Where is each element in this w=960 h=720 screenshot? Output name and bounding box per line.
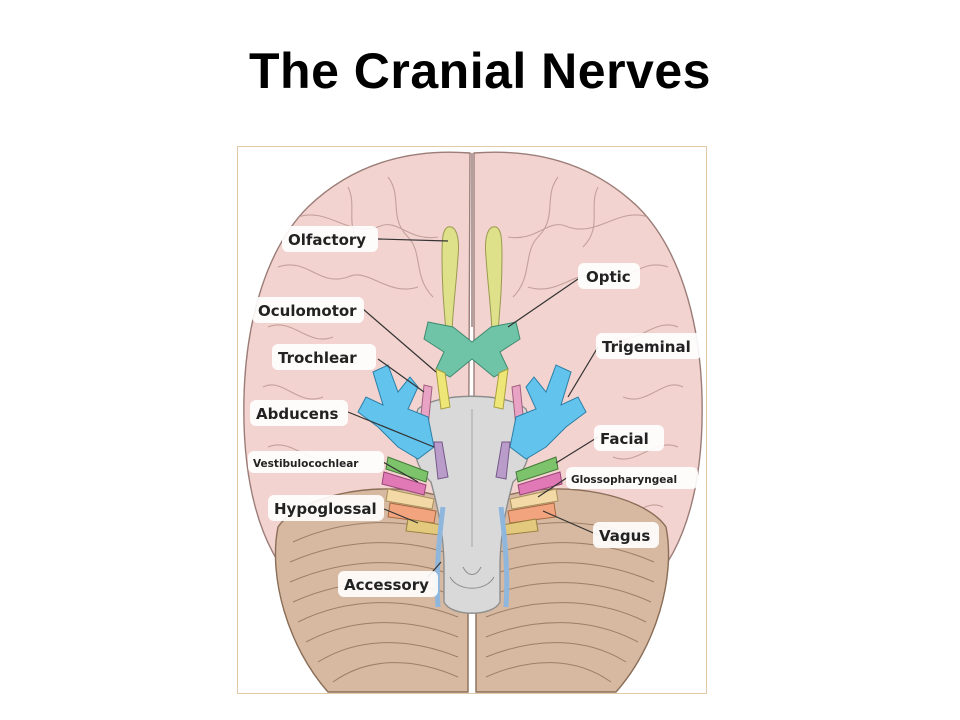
label-oculomotor: Oculomotor: [252, 297, 364, 323]
vestibulocochlear-nerve: [381, 471, 427, 496]
label-accessory: Accessory: [338, 571, 438, 597]
label-accessory-text: Accessory: [344, 576, 429, 594]
label-vagus: Vagus: [593, 522, 659, 548]
vagus-nerve: [387, 502, 437, 524]
label-facial: Facial: [594, 425, 664, 451]
label-abducens-text: Abducens: [256, 405, 339, 423]
label-vagus-text: Vagus: [599, 527, 650, 545]
label-olfactory-text: Olfactory: [288, 231, 366, 249]
label-trigeminal: Trigeminal: [596, 333, 702, 359]
label-facial-text: Facial: [600, 430, 649, 448]
label-optic-text: Optic: [586, 268, 631, 286]
label-hypoglossal: Hypoglossal: [268, 495, 384, 521]
label-vestibulocochlear-text: Vestibulocochlear: [253, 458, 359, 470]
label-abducens: Abducens: [250, 400, 348, 426]
label-glossopharyngeal: Glossopharyngeal: [566, 467, 698, 489]
label-trochlear: Trochlear: [272, 344, 376, 370]
label-vestibulocochlear: Vestibulocochlear: [248, 451, 384, 473]
label-oculomotor-text: Oculomotor: [258, 302, 357, 320]
label-olfactory: Olfactory: [282, 226, 378, 252]
slide-title: The Cranial Nerves: [249, 43, 711, 99]
cranial-nerves-diagram: Olfactory Optic Oculomotor Trochlear Tri…: [237, 146, 707, 694]
facial-nerve: [385, 456, 429, 483]
oculomotor-nerve: [435, 368, 451, 410]
accessory-nerve: [434, 506, 446, 608]
label-optic: Optic: [578, 263, 640, 289]
abducens-nerve: [433, 441, 449, 480]
label-glossopharyngeal-text: Glossopharyngeal: [571, 474, 677, 486]
label-trochlear-text: Trochlear: [278, 349, 357, 367]
label-trigeminal-text: Trigeminal: [602, 338, 691, 356]
brain-illustration: Olfactory Optic Oculomotor Trochlear Tri…: [243, 151, 703, 693]
label-hypoglossal-text: Hypoglossal: [274, 500, 377, 518]
trigeminal-nerve-right: [509, 364, 587, 460]
glossopharyngeal-nerve: [385, 488, 435, 510]
